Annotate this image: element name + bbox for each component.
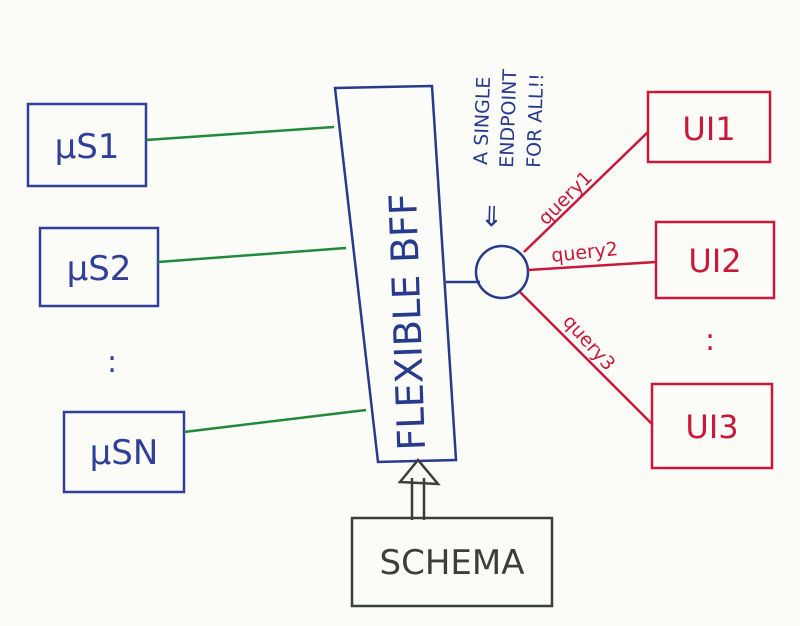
query-lines	[519, 131, 657, 425]
ui-label-2: UI2	[688, 242, 741, 280]
microservice-label-n: μSN	[90, 433, 159, 473]
query-line-1	[523, 131, 649, 253]
schema-label: SCHEMA	[380, 543, 525, 583]
microservice-label-2: μS2	[67, 249, 132, 289]
ui-label-1: UI1	[682, 110, 735, 148]
connector-msn	[183, 408, 367, 434]
microservice-box-n: μSN	[62, 410, 186, 494]
endpoint-note-line-1: A SINGLE	[470, 76, 495, 165]
schema-box: SCHEMA	[350, 516, 554, 608]
services-ellipsis: :	[107, 345, 117, 380]
query-label-3: query3	[558, 311, 619, 375]
endpoint-circle	[474, 244, 530, 300]
microservice-label-1: μS1	[55, 127, 120, 167]
microservice-box-2: μS2	[38, 226, 160, 308]
connector-ms1	[145, 125, 335, 142]
query-label-1: query1	[534, 167, 597, 230]
bff-box: FLEXIBLE BFF	[333, 84, 458, 464]
bff-label: FLEXIBLE BFF	[381, 192, 434, 451]
ui-box-3: UI3	[650, 382, 774, 470]
ui-label-3: UI3	[685, 408, 738, 446]
endpoint-arrow-icon: ⇐	[474, 204, 508, 229]
query-line-2	[527, 260, 657, 272]
query-label-2: query2	[550, 238, 619, 267]
endpoint-note-line-3: FOR ALL!!	[523, 73, 548, 168]
ui-box-2: UI2	[654, 220, 776, 300]
schema-arrow	[397, 458, 441, 520]
service-connectors	[145, 125, 367, 434]
endpoint-note-line-2: ENDPOINT	[496, 68, 521, 168]
microservice-box-1: μS1	[26, 102, 148, 188]
query-line-3	[519, 291, 653, 425]
uis-ellipsis: :	[705, 323, 715, 358]
ui-box-1: UI1	[646, 90, 772, 164]
connector-ms2	[157, 246, 347, 264]
